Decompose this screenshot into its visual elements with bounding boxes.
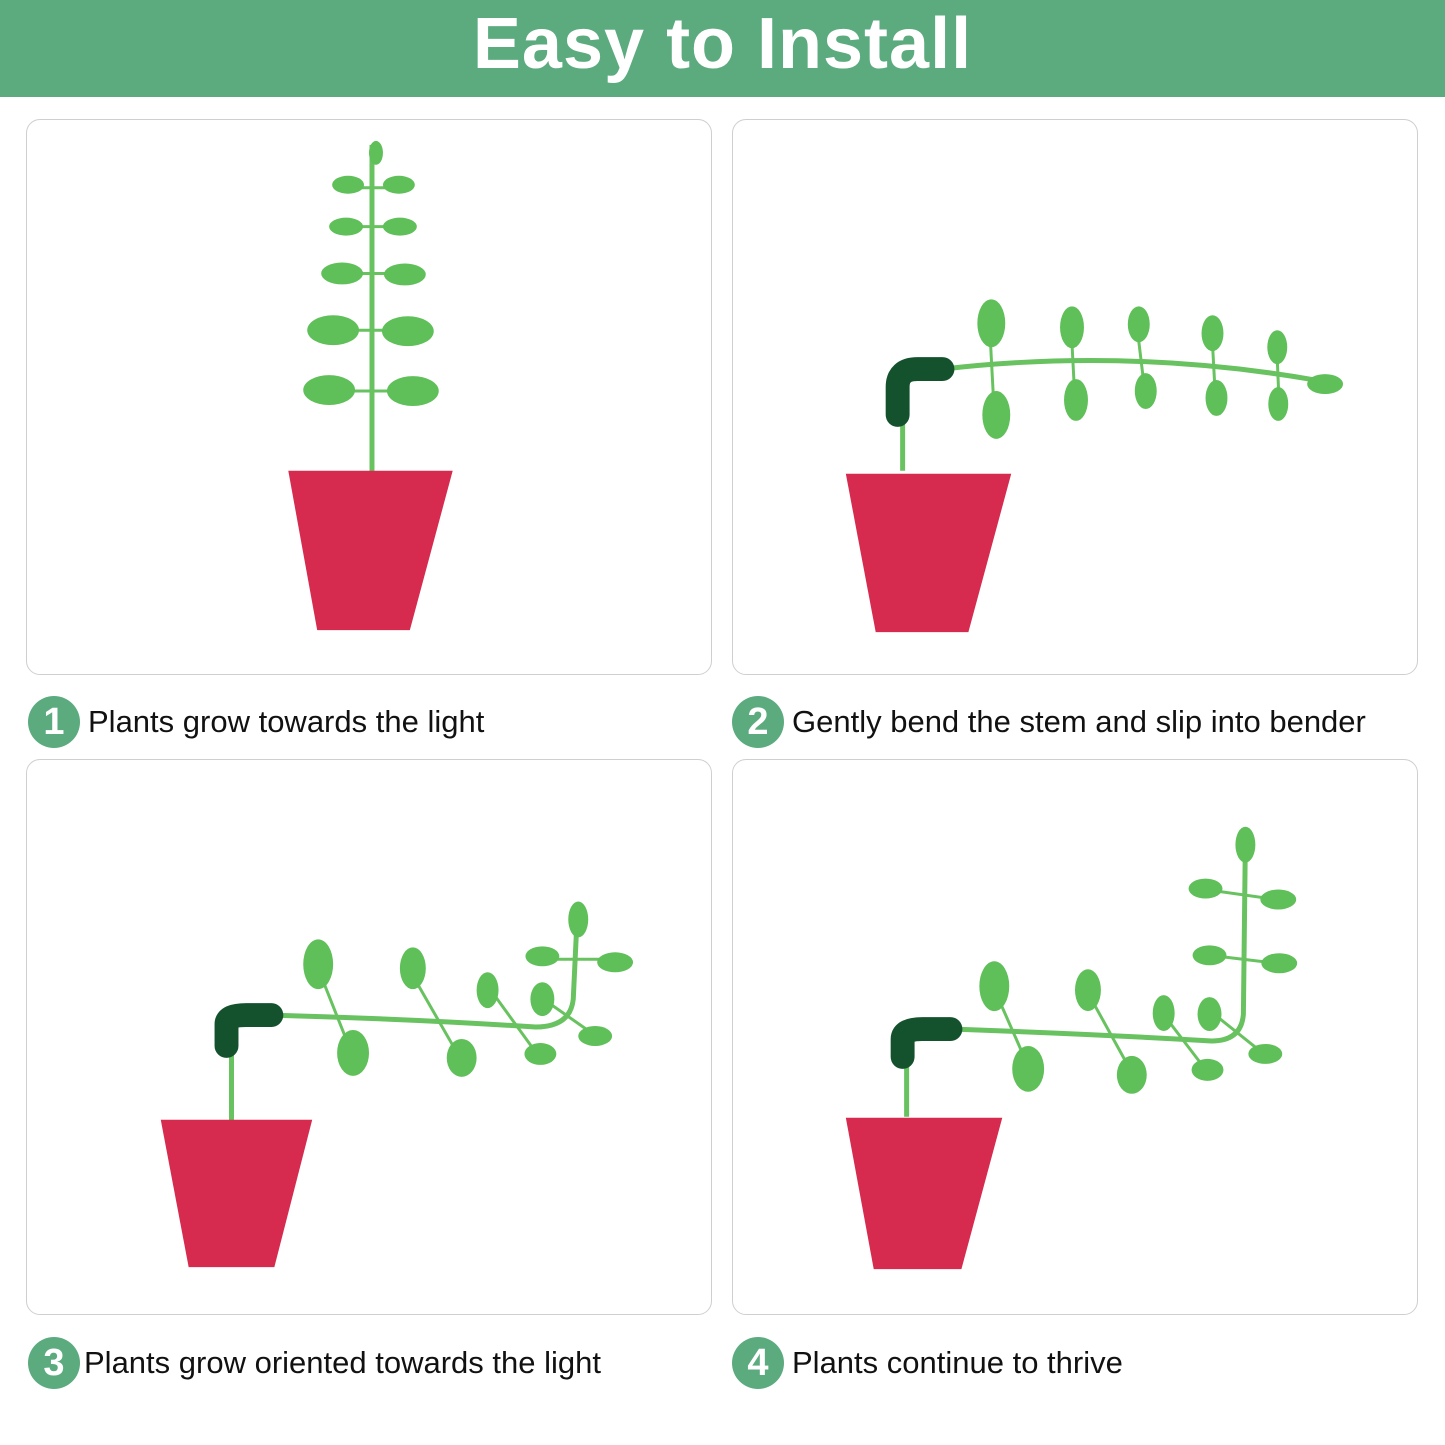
leaves [303,901,634,1077]
step-1-caption: 1 Plants grow towards the light [28,694,484,750]
stem-bender-clip [890,1017,963,1069]
step-4-caption: 4 Plants continue to thrive [732,1335,1123,1391]
step-1-text: Plants grow towards the light [88,704,485,739]
flower-pot [288,470,453,631]
plant-thriving-illustration [845,826,1298,1270]
step-3-illustration [26,759,712,1315]
step-1-illustration [26,119,712,675]
leaves [977,299,1344,439]
plant-oriented-illustration [160,901,634,1268]
page-title: Easy to Install [472,3,973,84]
step-4-illustration [732,759,1418,1315]
step-2-caption: 2 Gently bend the stem and slip into ben… [732,694,1366,750]
step-1-number-badge: 1 [28,696,80,748]
flower-pot [845,473,1012,633]
step-3-caption: 3 Plants grow oriented towards the light [28,1335,601,1391]
stem-bender-clip [214,1003,284,1058]
step-3-number-badge: 3 [28,1337,80,1389]
step-2-number-badge: 2 [732,696,784,748]
flower-pot [160,1119,313,1268]
step-3-text: Plants grow oriented towards the light [84,1345,601,1380]
plant-bent-illustration [845,299,1344,633]
step-2-text: Gently bend the stem and slip into bende… [792,704,1366,739]
stem [229,914,606,1121]
stem [900,339,1322,471]
step-4-text: Plants continue to thrive [792,1345,1123,1380]
stem-bender-clip [885,357,955,427]
leaves [979,826,1298,1094]
header-banner: Easy to Install [0,0,1445,97]
plant-upright-illustration [288,140,453,631]
leaves [303,140,439,406]
step-2-illustration [732,119,1418,675]
step-4-number-badge: 4 [732,1337,784,1389]
flower-pot [845,1117,1003,1270]
stem [330,144,414,474]
